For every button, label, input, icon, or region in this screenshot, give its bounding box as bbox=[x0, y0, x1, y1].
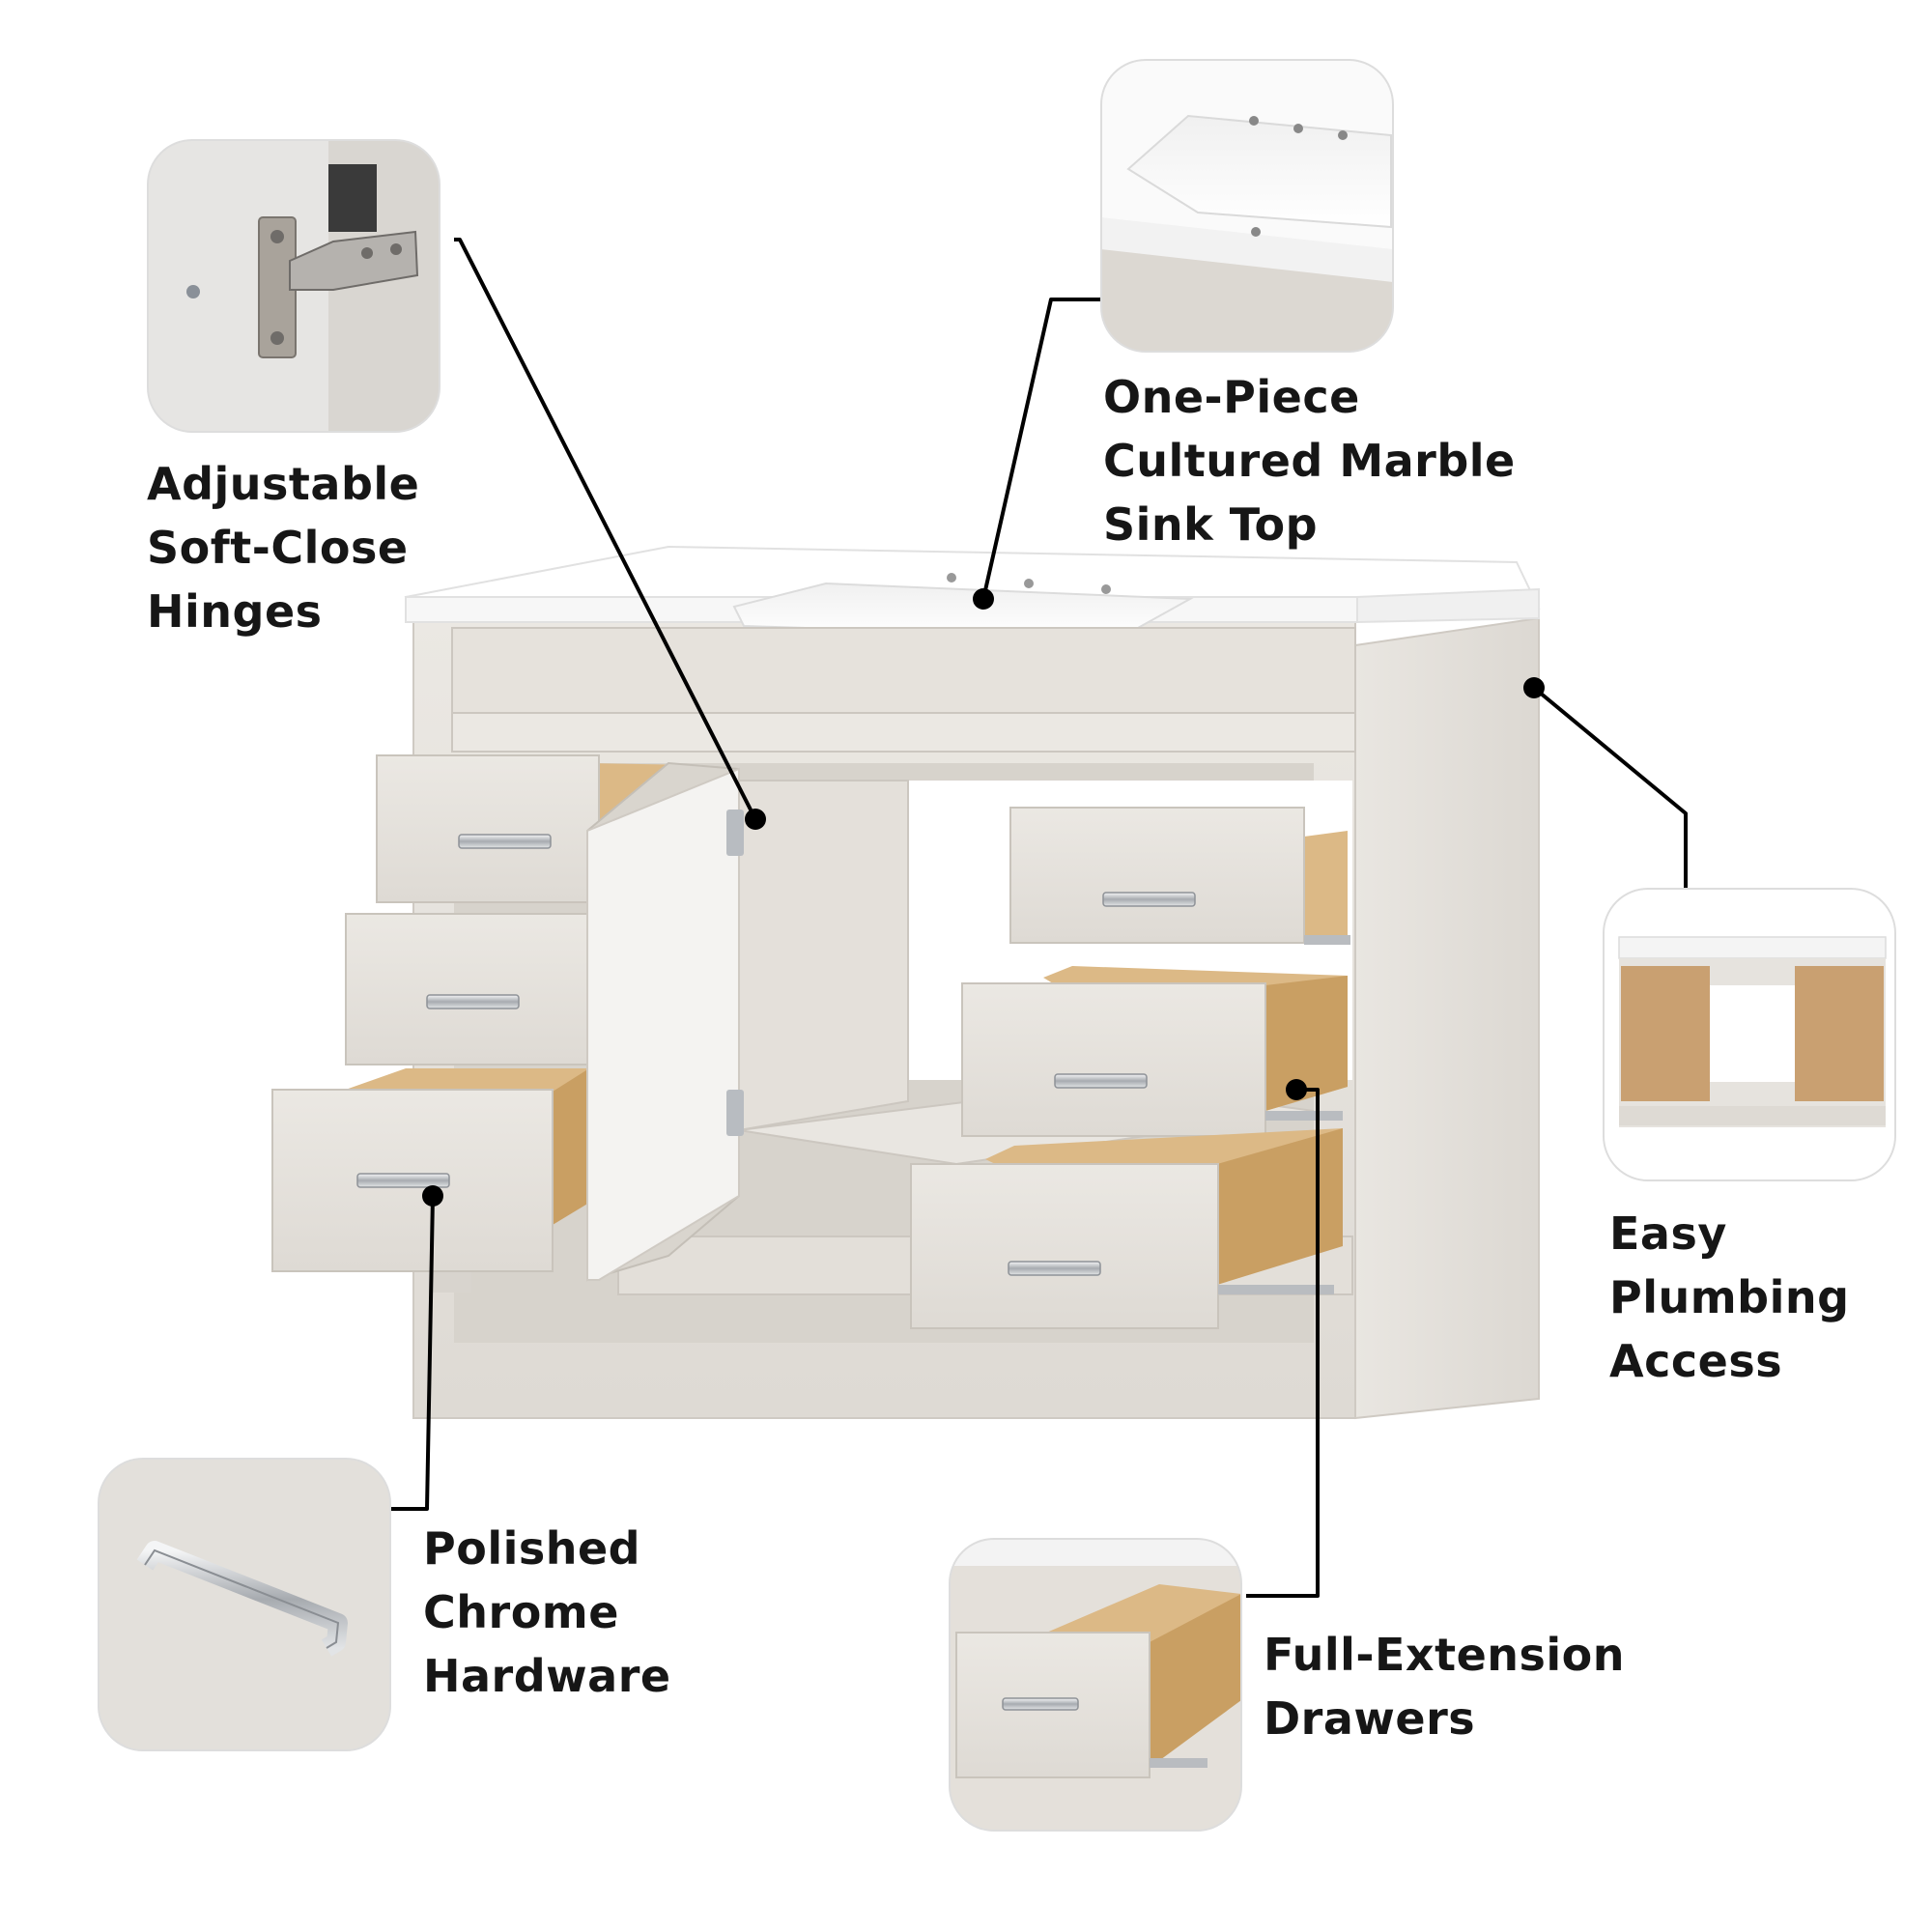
drawer-pull-handle bbox=[458, 834, 552, 849]
faucet-hole bbox=[1101, 584, 1111, 594]
countertop-side-edge bbox=[1356, 587, 1540, 624]
vanity-side-panel bbox=[1354, 616, 1540, 1420]
callout-dot bbox=[1523, 677, 1545, 698]
drawer-slide bbox=[1218, 1285, 1334, 1294]
label-line: Hardware bbox=[423, 1650, 671, 1702]
drawer-pull-handle bbox=[1054, 1073, 1148, 1089]
drawer-pull-handle bbox=[1102, 892, 1196, 907]
left-drawer-bottom bbox=[271, 1068, 589, 1272]
chrome-pull-handle-icon bbox=[98, 1458, 391, 1751]
label-line: Plumbing bbox=[1609, 1271, 1850, 1323]
door-hinge bbox=[726, 810, 744, 856]
label-hardware: Polished Chrome Hardware bbox=[423, 1517, 671, 1708]
center-divider bbox=[738, 780, 909, 1132]
callout-line-sink-top bbox=[981, 298, 1101, 600]
false-drawer-front bbox=[451, 627, 1356, 714]
right-drawer-top bbox=[1009, 807, 1350, 945]
label-line: Soft-Close bbox=[147, 522, 409, 574]
top-rail bbox=[451, 712, 1356, 753]
label-hinges: Adjustable Soft-Close Hinges bbox=[147, 452, 419, 643]
marble-sink-icon bbox=[1100, 59, 1394, 353]
callout-dot bbox=[1286, 1079, 1307, 1100]
label-sink-top: One-Piece Cultured Marble Sink Top bbox=[1103, 365, 1516, 556]
callout-dot bbox=[973, 588, 994, 610]
drawer-pull-handle bbox=[426, 994, 520, 1009]
label-line: Hinges bbox=[147, 585, 323, 638]
label-line: Adjustable bbox=[147, 458, 420, 510]
callout-dot bbox=[745, 809, 766, 830]
label-plumbing: Easy Plumbing Access bbox=[1609, 1202, 1850, 1393]
callout-line-hardware bbox=[388, 1195, 435, 1511]
callout-dot bbox=[422, 1185, 443, 1207]
extended-drawer-icon bbox=[949, 1538, 1242, 1832]
callout-dots bbox=[422, 588, 1545, 1207]
label-line: Polished bbox=[423, 1522, 641, 1575]
open-cabinet-door bbox=[586, 761, 744, 1282]
label-drawers: Full-Extension Drawers bbox=[1264, 1623, 1625, 1750]
label-line: Easy bbox=[1609, 1208, 1727, 1260]
drawer-pull-handle bbox=[1008, 1261, 1101, 1276]
right-drawer-middle bbox=[961, 966, 1348, 1137]
label-line: One-Piece bbox=[1103, 371, 1360, 423]
sink-basin bbox=[732, 582, 1194, 639]
label-line: Drawers bbox=[1264, 1692, 1476, 1745]
door-hinge bbox=[726, 1090, 744, 1136]
label-line: Chrome bbox=[423, 1586, 619, 1638]
label-line: Full-Extension bbox=[1264, 1629, 1626, 1681]
right-drawer-bottom bbox=[910, 1128, 1343, 1329]
faucet-hole bbox=[947, 573, 956, 582]
label-line: Access bbox=[1609, 1335, 1783, 1387]
faucet-hole bbox=[1024, 579, 1034, 588]
drawer-slide bbox=[1265, 1111, 1343, 1121]
label-line: Sink Top bbox=[1103, 498, 1319, 551]
drawer-slide bbox=[1304, 935, 1350, 945]
left-drawer-middle bbox=[345, 913, 588, 1065]
vanity-illustration bbox=[271, 545, 1541, 1420]
open-back-cabinet-icon bbox=[1603, 888, 1896, 1181]
soft-close-hinge-icon bbox=[147, 139, 440, 433]
drawer-pull-handle bbox=[356, 1173, 450, 1188]
callout-line-plumbing bbox=[1532, 686, 1688, 889]
callout-line-hinges bbox=[454, 238, 757, 820]
label-line: Cultured Marble bbox=[1103, 435, 1516, 487]
